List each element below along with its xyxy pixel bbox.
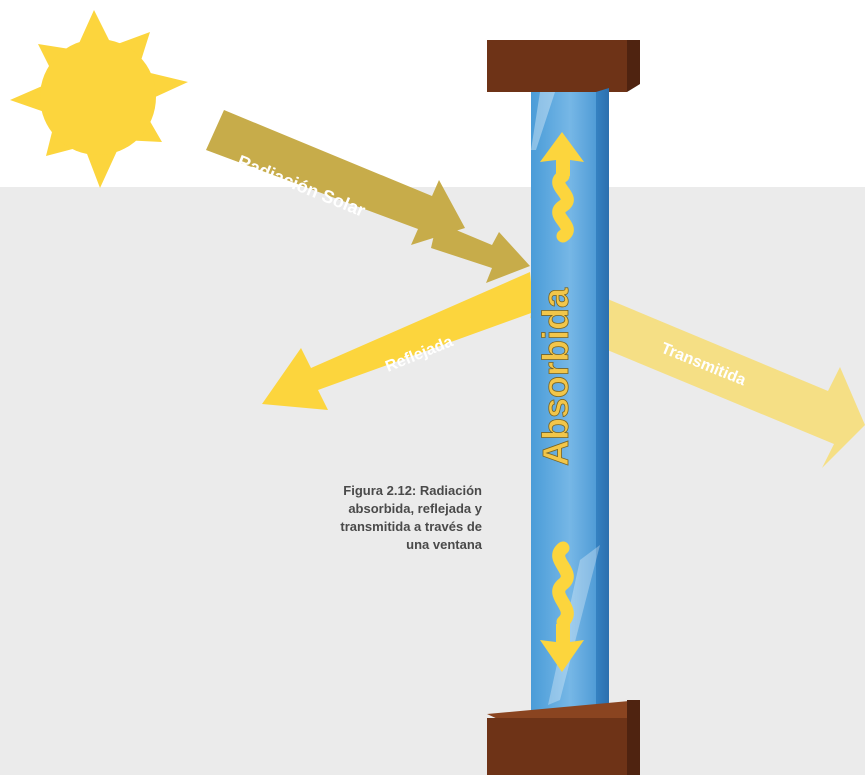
wave-arrow-top-icon xyxy=(540,132,584,243)
caption-line: absorbida, reflejada y xyxy=(348,501,482,516)
caption-line: una ventana xyxy=(406,537,482,552)
bottom-frame-block xyxy=(487,700,640,775)
transmitted-arrow xyxy=(530,270,865,468)
background-lower xyxy=(0,187,865,775)
figure-caption: Figura 2.12: Radiación absorbida, reflej… xyxy=(230,482,482,554)
absorbed-label: Absorbida xyxy=(535,287,576,466)
top-frame-block xyxy=(487,40,640,92)
sun-icon xyxy=(10,10,188,188)
caption-line: transmitida a través de xyxy=(340,519,482,534)
wave-arrow-bottom-icon xyxy=(540,541,584,672)
caption-line: Figura 2.12: Radiación xyxy=(343,483,482,498)
solar-radiation-arrow xyxy=(206,110,530,283)
reflected-arrow xyxy=(262,272,534,410)
